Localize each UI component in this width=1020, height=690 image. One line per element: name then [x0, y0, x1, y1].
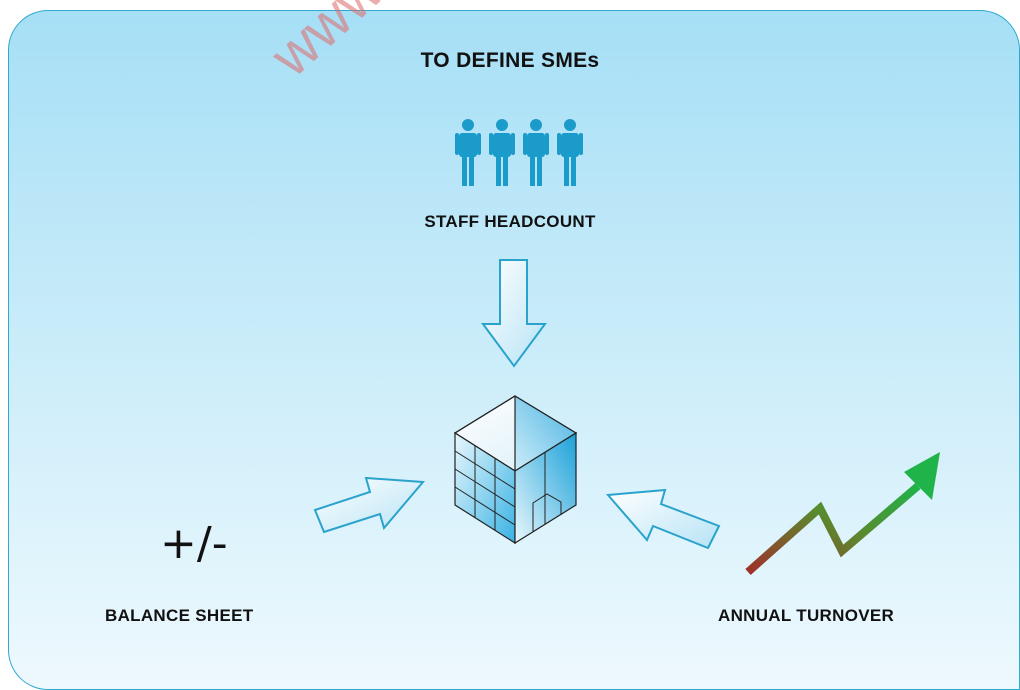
staff-headcount-label: STAFF HEADCOUNT: [424, 212, 596, 231]
building-cube-icon: [453, 395, 578, 545]
annual-turnover-label: ANNUAL TURNOVER: [718, 606, 895, 625]
plus-minus-symbol: +/-: [160, 518, 228, 569]
diagram-title: TO DEFINE SMEs: [420, 49, 600, 72]
down-arrow-icon: [481, 259, 547, 368]
right-up-arrow-icon: [313, 476, 426, 534]
left-up-arrow-icon: [605, 488, 721, 550]
people-icon: [455, 119, 583, 186]
trend-up-arrow-icon: [745, 452, 940, 575]
balance-sheet-label: BALANCE SHEET: [105, 606, 254, 625]
